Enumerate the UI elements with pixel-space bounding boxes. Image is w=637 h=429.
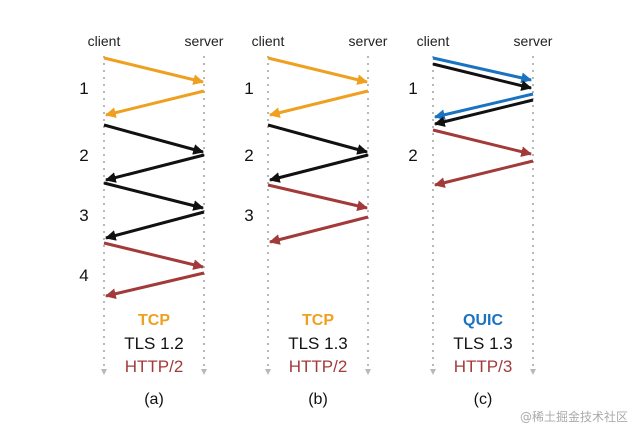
round-trip-label: 1 [244,79,253,98]
round-trip-label: 2 [244,146,253,165]
tls-key-exchange-arrow [103,181,205,211]
round-trip-label: 3 [244,206,253,225]
security-label: TLS 1.3 [288,334,348,353]
round-trip-label: 1 [79,79,88,98]
panel-a: client server 1 2 3 4 TCP TLS 1.2 HTTP/2… [79,33,224,408]
panel-caption: (b) [308,391,328,408]
http-request-arrow [267,183,369,212]
security-label: TLS 1.3 [453,334,513,353]
tls-client-hello-arrow [432,62,533,91]
quic-initial-arrow [432,56,533,84]
tcp-syn-ack-arrow [104,89,205,118]
client-label: client [252,33,285,49]
tcp-syn-arrow [267,56,369,85]
round-trip-label: 3 [79,206,88,225]
http-request-arrow [432,128,533,157]
watermark: @稀土掘金技术社区 [520,409,628,424]
round-trip-label: 2 [408,146,417,165]
round-trip-label: 2 [79,146,88,165]
http-response-arrow [268,215,369,245]
quic-handshake-arrow [433,92,534,121]
tls-client-hello-arrow [267,123,369,155]
transport-label: TCP [302,312,334,329]
http-response-arrow [433,159,534,188]
server-label: server [349,33,388,49]
round-trip-label: 4 [79,266,88,285]
http-response-arrow [104,271,205,300]
tcp-syn-ack-arrow [268,89,369,118]
panel-b: client server 1 2 3 TCP TLS 1.3 HTTP/2 (… [244,33,388,408]
transport-label: QUIC [463,312,503,329]
server-label: server [514,33,553,49]
client-label: client [417,33,450,49]
application-label: HTTP/2 [289,357,348,376]
round-trip-label: 1 [408,79,417,98]
transport-label: TCP [138,312,170,329]
http-request-arrow [103,241,205,270]
tls-client-hello-arrow [103,123,205,155]
client-label: client [88,33,121,49]
tls-server-hello-arrow [268,153,369,183]
tls-finished-arrow [104,210,205,241]
tls-server-hello-arrow [433,98,534,127]
application-label: HTTP/2 [125,357,184,376]
panel-caption: (a) [144,391,164,408]
server-label: server [185,33,224,49]
security-label: TLS 1.2 [124,334,184,353]
panel-c: client server 1 2 QUIC TLS 1.3 HTTP/3 (c… [408,33,553,408]
panel-caption: (c) [474,391,493,408]
application-label: HTTP/3 [454,357,513,376]
tcp-syn-arrow [103,56,205,85]
tls-server-hello-arrow [104,153,205,183]
